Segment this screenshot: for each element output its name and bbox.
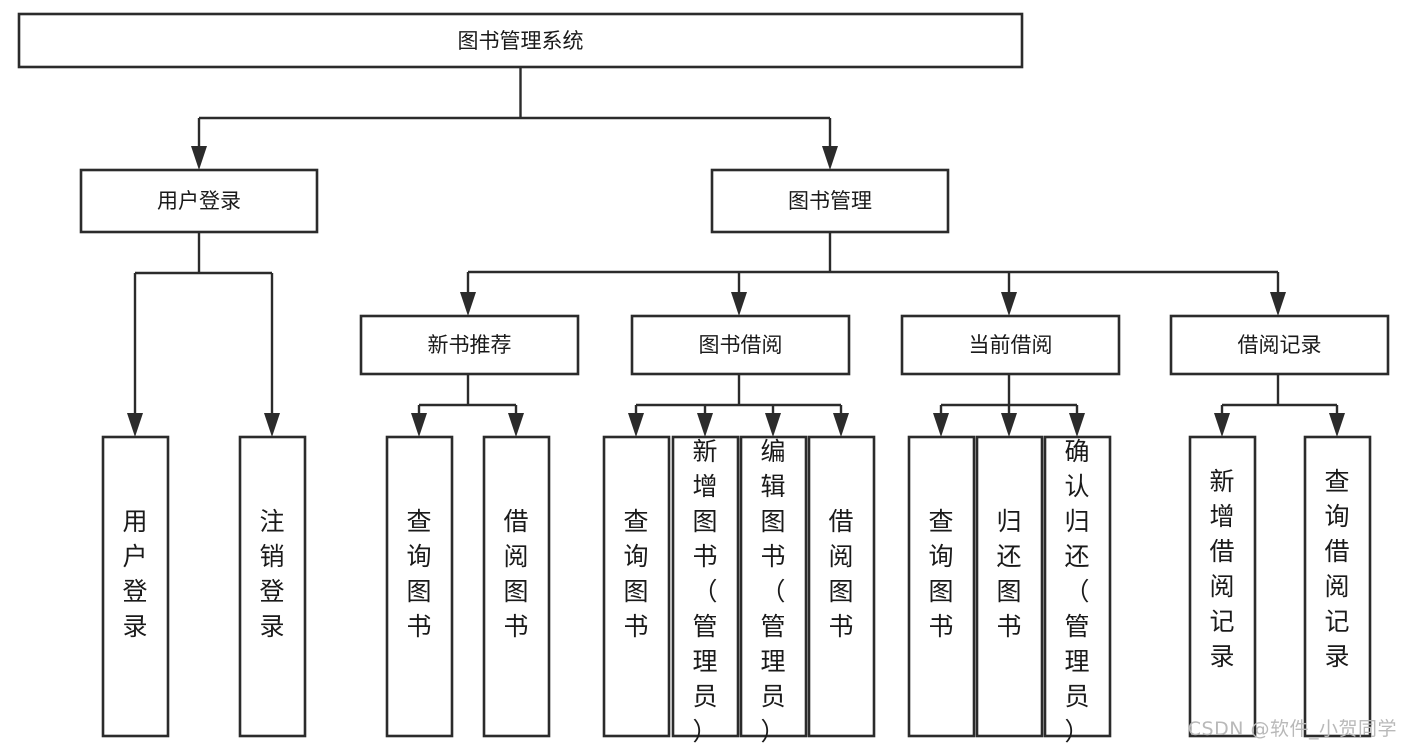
node-book-manage-label: 图书管理	[788, 189, 872, 213]
leaf-box[interactable]	[739, 435, 808, 738]
node-new-book-recommend[interactable]: 新书推荐	[359, 314, 580, 376]
leaf-label: 借阅图书	[503, 507, 528, 641]
node-borrow-record-box[interactable]	[1169, 314, 1390, 376]
leaf-label: 确认归还（管理员）	[1064, 437, 1089, 746]
leaf-borrow-record-1[interactable]: 查询借阅记录	[1303, 435, 1372, 738]
leaf-box[interactable]	[1043, 435, 1112, 738]
arrowhead-cb-leaf1	[933, 413, 949, 437]
leaf-box[interactable]	[671, 435, 740, 738]
node-root-box[interactable]	[17, 12, 1024, 69]
arrowhead-bb-leaf1	[628, 413, 644, 437]
connector-layer	[127, 67, 1345, 437]
arrowhead-cb-leaf2	[1001, 413, 1017, 437]
leaf-box[interactable]	[238, 435, 307, 738]
leaf-book-borrow-3[interactable]: 借阅图书	[807, 435, 876, 738]
leaf-box[interactable]	[385, 435, 454, 738]
leaf-label: 新增图书（管理员）	[692, 437, 717, 746]
node-user-login-box[interactable]	[79, 168, 319, 234]
leaf-current-borrow-2[interactable]: 确认归还（管理员）	[1043, 435, 1112, 746]
leaf-box[interactable]	[1188, 435, 1257, 738]
leaf-current-borrow-1[interactable]: 归还图书	[975, 435, 1044, 738]
arrowhead-user-login	[191, 146, 207, 170]
arrowhead-leaf-user-login	[127, 413, 143, 437]
leaf-current-borrow-0[interactable]: 查询图书	[907, 435, 976, 738]
leaf-label: 查询借阅记录	[1324, 467, 1349, 671]
leaf-user-login-1[interactable]: 注销登录	[238, 435, 307, 738]
arrowhead-bb-leaf2	[697, 413, 713, 437]
node-root-label: 图书管理系统	[458, 29, 584, 53]
leaf-box[interactable]	[602, 435, 671, 738]
leaf-book-borrow-2[interactable]: 编辑图书（管理员）	[739, 435, 808, 746]
leaf-book-borrow-1[interactable]: 新增图书（管理员）	[671, 435, 740, 746]
node-book-manage[interactable]: 图书管理	[710, 168, 950, 234]
leaf-box[interactable]	[1303, 435, 1372, 738]
node-user-login-label: 用户登录	[157, 189, 241, 213]
leaf-label: 归还图书	[996, 507, 1021, 641]
leaf-new-book-1[interactable]: 借阅图书	[482, 435, 551, 738]
node-user-login[interactable]: 用户登录	[79, 168, 319, 234]
leaf-label: 注销登录	[259, 507, 284, 641]
leaf-box[interactable]	[482, 435, 551, 738]
csdn-watermark: CSDN @软件_小贺同学	[1187, 718, 1397, 740]
node-current-borrow-box[interactable]	[900, 314, 1121, 376]
leaf-label: 借阅图书	[828, 507, 853, 641]
node-new-book-recommend-box[interactable]	[359, 314, 580, 376]
arrowhead-book-manage	[822, 146, 838, 170]
arrowhead-new-book	[460, 292, 476, 316]
leaf-user-login-0[interactable]: 用户登录	[101, 435, 170, 738]
node-current-borrow[interactable]: 当前借阅	[900, 314, 1121, 376]
leaf-new-book-0[interactable]: 查询图书	[385, 435, 454, 738]
leaf-label: 新增借阅记录	[1209, 467, 1234, 671]
leaf-label: 用户登录	[122, 507, 147, 641]
arrowhead-book-borrow	[731, 292, 747, 316]
arrowhead-borrow-record	[1270, 292, 1286, 316]
node-book-borrow-box[interactable]	[630, 314, 851, 376]
leaf-label: 查询图书	[406, 507, 431, 641]
arrowhead-leaf-logout	[264, 413, 280, 437]
leaf-label: 查询图书	[623, 507, 648, 641]
node-book-borrow[interactable]: 图书借阅	[630, 314, 851, 376]
leaf-box[interactable]	[807, 435, 876, 738]
leaf-label: 查询图书	[928, 507, 953, 641]
arrowhead-nb-leaf2	[508, 413, 524, 437]
leaf-box[interactable]	[907, 435, 976, 738]
node-book-manage-box[interactable]	[710, 168, 950, 234]
leaf-label: 编辑图书（管理员）	[760, 437, 785, 746]
leaf-book-borrow-0[interactable]: 查询图书	[602, 435, 671, 738]
arrowhead-cb-leaf3	[1069, 413, 1085, 437]
node-borrow-record[interactable]: 借阅记录	[1169, 314, 1390, 376]
node-new-book-recommend-label: 新书推荐	[428, 333, 512, 357]
leaf-box[interactable]	[975, 435, 1044, 738]
arrowhead-nb-leaf1	[411, 413, 427, 437]
arrowhead-br-leaf2	[1329, 413, 1345, 437]
arrowhead-br-leaf1	[1214, 413, 1230, 437]
arrowhead-bb-leaf3	[765, 413, 781, 437]
leaf-borrow-record-0[interactable]: 新增借阅记录	[1188, 435, 1257, 738]
node-book-borrow-label: 图书借阅	[699, 333, 783, 357]
node-root[interactable]: 图书管理系统	[17, 12, 1024, 69]
arrowhead-bb-leaf4	[833, 413, 849, 437]
node-borrow-record-label: 借阅记录	[1238, 333, 1322, 357]
leaf-box[interactable]	[101, 435, 170, 738]
node-current-borrow-label: 当前借阅	[969, 333, 1053, 357]
arrowhead-current-borrow	[1001, 292, 1017, 316]
